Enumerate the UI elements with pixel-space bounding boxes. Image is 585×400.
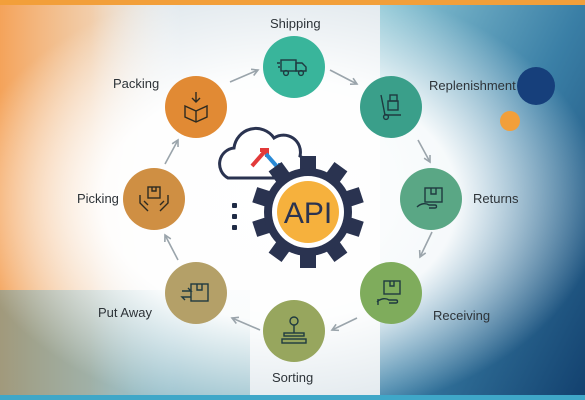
flow-arrow [164, 234, 179, 261]
arrow-head [423, 154, 431, 164]
arrow-head [330, 323, 340, 332]
flow-arrow [417, 139, 431, 163]
flow-arrow [229, 69, 259, 83]
label-sorting: Sorting [272, 370, 314, 385]
gear-icon [252, 156, 364, 268]
arrow-head [230, 316, 240, 324]
gear-tooth [300, 156, 316, 172]
node-returns [400, 168, 462, 230]
arrow-head [164, 233, 172, 243]
flow-arrow [419, 231, 433, 258]
label-returns: Returns [473, 191, 519, 206]
node-picking [123, 168, 185, 230]
node-receiving [360, 262, 422, 324]
gear-tooth [300, 252, 316, 268]
dots-decor [232, 203, 238, 236]
packing-box-icon [184, 92, 208, 123]
label-packing: Packing [113, 76, 160, 91]
truck-icon [277, 59, 307, 77]
arrow-head [349, 77, 359, 85]
decor-orange-circle [500, 111, 520, 131]
put-away-icon [180, 283, 209, 302]
flow-arrows [164, 68, 433, 332]
label-picking: Picking [77, 191, 119, 206]
label-put-away: Put Away [98, 305, 152, 320]
decor-dark-circle [517, 67, 555, 105]
arrow-head [171, 138, 179, 148]
node-put-away [165, 262, 227, 324]
receive-hand-icon [376, 280, 401, 305]
scale-icon [281, 316, 307, 344]
flow-arrow [329, 69, 358, 85]
label-replenishment: Replenishment [429, 78, 516, 93]
label-receiving: Receiving [433, 308, 491, 323]
flow-arrow [164, 139, 179, 165]
node-packing [165, 76, 227, 138]
api-text: API [284, 197, 332, 230]
label-shipping: Shipping [270, 16, 321, 31]
return-box-icon [416, 187, 443, 209]
flow-arrow [231, 317, 261, 331]
arrow-head [418, 249, 427, 259]
node-sorting [263, 300, 325, 362]
node-replenishment [360, 76, 422, 138]
node-shipping [263, 36, 325, 98]
pick-hands-icon [139, 186, 169, 212]
hand-truck-icon [380, 94, 401, 121]
arrow-head [250, 68, 260, 76]
flow-arrow [331, 317, 358, 331]
